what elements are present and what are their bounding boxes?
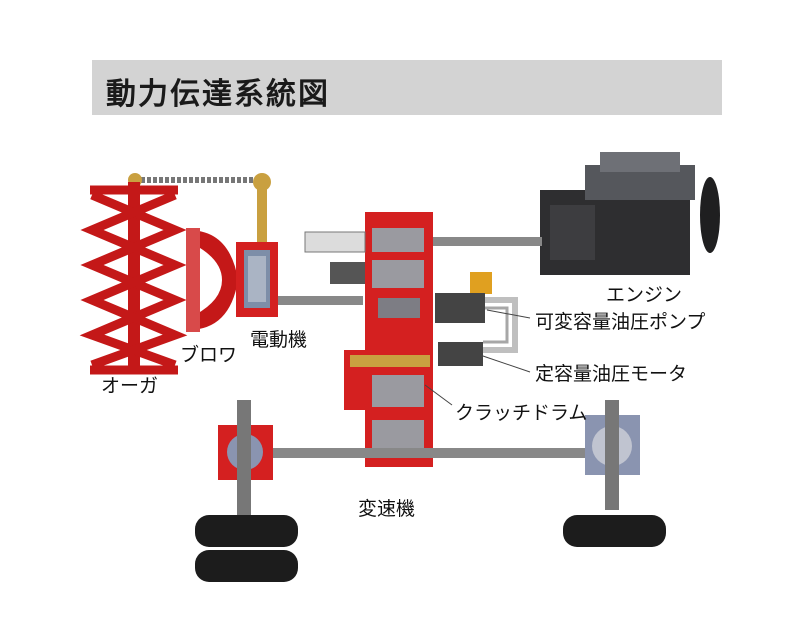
- right-wheel: [563, 515, 666, 547]
- label-blower: ブロワ: [180, 344, 238, 366]
- transmission-illustration: [304, 212, 433, 467]
- label-auger: オーガ: [101, 375, 159, 397]
- left-wheel: [195, 515, 298, 582]
- label-transmission: 変速機: [358, 498, 416, 520]
- hydraulic-unit-illustration: [435, 272, 518, 366]
- label-engine: エンジン: [606, 284, 683, 306]
- blower-illustration: [186, 228, 238, 332]
- leader-lines: [424, 309, 531, 406]
- label-variable-pump: 可変容量油圧ポンプ: [535, 311, 706, 333]
- page-title: 動力伝達系統図: [106, 77, 330, 112]
- title-bar: 動力伝達系統図: [92, 60, 722, 115]
- electric-motor-illustration: [236, 242, 363, 317]
- label-clutch-drum: クラッチドラム: [455, 402, 588, 424]
- label-fixed-motor: 定容量油圧モータ: [535, 363, 688, 385]
- auger-illustration: [79, 182, 188, 375]
- engine-illustration: [432, 152, 720, 275]
- label-electric-motor: 電動機: [250, 329, 308, 351]
- axle-illustration: [218, 400, 640, 515]
